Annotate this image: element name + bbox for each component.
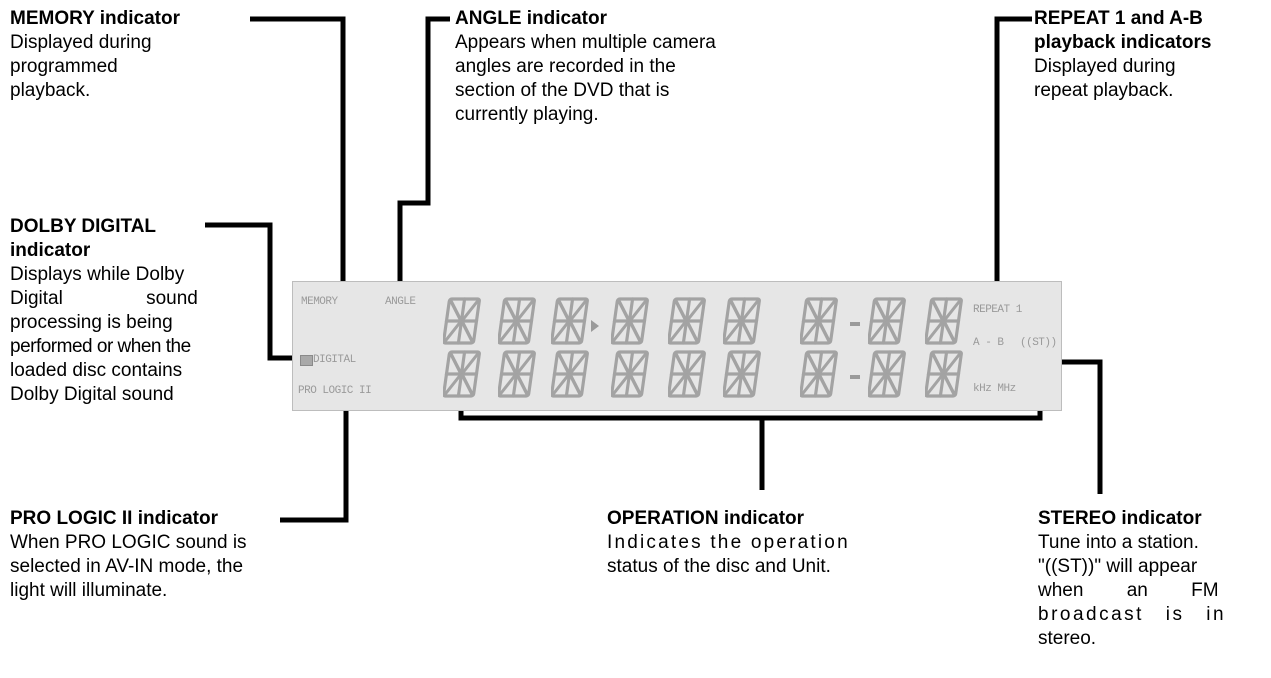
lcd-ab-label: A - B bbox=[973, 337, 1004, 349]
dolby-desc-1: Displays while Dolby bbox=[10, 264, 185, 285]
dolby-title-1: DOLBY DIGITAL bbox=[10, 216, 157, 237]
segment-digit bbox=[551, 296, 589, 346]
memory-callout: MEMORY indicator Displayed during progra… bbox=[10, 7, 250, 103]
segment-digit bbox=[668, 349, 706, 399]
segment-digit bbox=[723, 296, 761, 346]
prologic-desc-1: When PRO LOGIC sound is bbox=[10, 532, 247, 553]
repeat-desc-1: Displayed during bbox=[1034, 56, 1176, 77]
lcd-prologic-label: PRO LOGIC II bbox=[298, 385, 372, 397]
segment-digit bbox=[498, 349, 536, 399]
colon-separator-bottom bbox=[850, 375, 860, 379]
segment-digit bbox=[498, 296, 536, 346]
stereo-title: STEREO indicator bbox=[1038, 508, 1202, 529]
dolby-desc-4: performed or when the bbox=[10, 336, 191, 357]
lcd-khz-mhz-label: kHz MHz bbox=[973, 383, 1016, 395]
memory-desc-2: programmed bbox=[10, 56, 118, 77]
segment-digit bbox=[668, 296, 706, 346]
stereo-desc-2: "((ST))" will appear bbox=[1038, 556, 1198, 577]
stereo-desc-1: Tune into a station. bbox=[1038, 532, 1199, 553]
prologic-callout: PRO LOGIC II indicator When PRO LOGIC so… bbox=[10, 507, 310, 603]
dolby-desc-2: Digital sound bbox=[10, 288, 198, 309]
prologic-leader-line bbox=[280, 398, 349, 523]
operation-desc-1: Indicates the operation bbox=[607, 532, 850, 553]
dolby-callout: DOLBY DIGITAL indicator Displays while D… bbox=[10, 215, 265, 407]
repeat-leader-line bbox=[994, 16, 1032, 283]
operation-title: OPERATION indicator bbox=[607, 508, 805, 529]
angle-leader-line bbox=[397, 16, 450, 296]
angle-callout: ANGLE indicator Appears when multiple ca… bbox=[455, 7, 785, 127]
dolby-leader-line bbox=[205, 222, 300, 361]
segment-digit bbox=[868, 349, 906, 399]
segment-digit bbox=[551, 349, 589, 399]
angle-desc-2: angles are recorded in the bbox=[455, 56, 676, 77]
prologic-title: PRO LOGIC II indicator bbox=[10, 508, 218, 529]
angle-desc-1: Appears when multiple camera bbox=[455, 32, 716, 53]
lcd-angle-label: ANGLE bbox=[385, 296, 416, 308]
operation-desc-2: status of the disc and Unit. bbox=[607, 556, 831, 577]
segment-digit bbox=[443, 349, 481, 399]
segment-digit bbox=[611, 349, 649, 399]
repeat-callout: REPEAT 1 and A-B playback indicators Dis… bbox=[1034, 7, 1270, 103]
front-panel-display: MEMORY ANGLE DIGITAL PRO LOGIC II REPEAT… bbox=[292, 281, 1062, 411]
lcd-memory-label: MEMORY bbox=[301, 296, 338, 308]
lcd-repeat-label: REPEAT 1 bbox=[973, 304, 1022, 316]
stereo-desc-5: stereo. bbox=[1038, 628, 1097, 649]
segment-digit bbox=[925, 296, 963, 346]
operation-callout: OPERATION indicator Indicates the operat… bbox=[607, 507, 927, 579]
lcd-digital-label: DIGITAL bbox=[313, 354, 356, 366]
repeat-title-1: REPEAT 1 and A-B bbox=[1034, 8, 1203, 29]
stereo-desc-3: when an FM bbox=[1038, 580, 1219, 601]
segment-digit bbox=[868, 296, 906, 346]
dolby-desc-3: processing is being bbox=[10, 312, 173, 333]
repeat-title-2: playback indicators bbox=[1034, 32, 1212, 53]
stereo-desc-4: broadcast is in bbox=[1038, 604, 1227, 625]
dolby-title-2: indicator bbox=[10, 240, 91, 261]
colon-separator-top bbox=[850, 322, 860, 326]
segment-digit bbox=[800, 349, 838, 399]
dolby-desc-6: Dolby Digital sound bbox=[10, 384, 174, 405]
memory-desc-1: Displayed during bbox=[10, 32, 152, 53]
segment-digit bbox=[611, 296, 649, 346]
dolby-dd-icon bbox=[300, 355, 313, 366]
memory-title: MEMORY indicator bbox=[10, 8, 180, 29]
segment-digit bbox=[443, 296, 481, 346]
prologic-desc-3: light will illuminate. bbox=[10, 580, 168, 601]
angle-desc-3: section of the DVD that is bbox=[455, 80, 670, 101]
segment-digit bbox=[723, 349, 761, 399]
repeat-desc-2: repeat playback. bbox=[1034, 80, 1174, 101]
segment-digit bbox=[800, 296, 838, 346]
stereo-callout: STEREO indicator Tune into a station. "(… bbox=[1038, 507, 1268, 651]
memory-leader-line bbox=[250, 16, 346, 296]
play-triangle-icon bbox=[591, 320, 599, 332]
memory-desc-3: playback. bbox=[10, 80, 91, 101]
prologic-desc-2: selected in AV-IN mode, the bbox=[10, 556, 244, 577]
angle-title: ANGLE indicator bbox=[455, 8, 608, 29]
lcd-stereo-label: ((ST)) bbox=[1020, 337, 1057, 349]
dolby-desc-5: loaded disc contains bbox=[10, 360, 183, 381]
angle-desc-4: currently playing. bbox=[455, 104, 599, 125]
segment-digit bbox=[925, 349, 963, 399]
